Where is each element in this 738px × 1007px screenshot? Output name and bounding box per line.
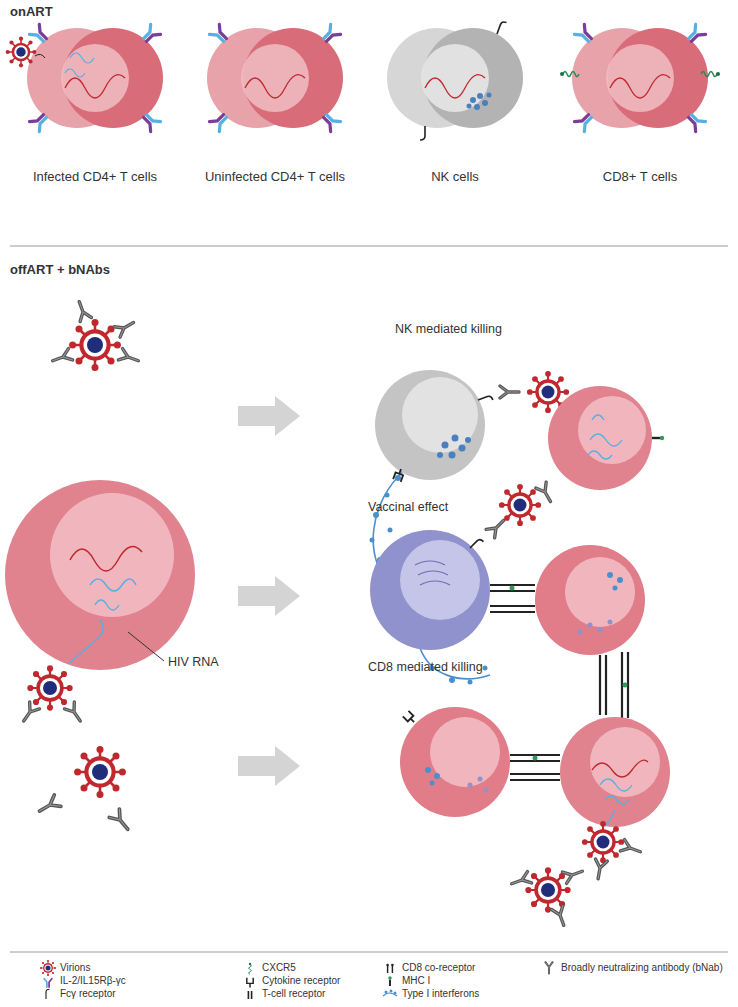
cell-label: Uninfected CD4+ T cells: [205, 169, 345, 185]
legend-text: T-cell receptor: [262, 988, 325, 1000]
legend-text: MHC I: [402, 975, 430, 987]
legend-text: IL-2/IL15Rβ-γc: [60, 975, 126, 987]
mechanism-label: Vaccinal effect: [368, 500, 448, 515]
cell-node: NK cells: [370, 20, 540, 185]
legend-text: Broadly neutralizing antibody (bNab): [561, 962, 723, 974]
cell-label: Infected CD4+ T cells: [33, 169, 157, 185]
cell-node: Infected CD4+ T cells: [10, 20, 180, 185]
cell-node: CD8+ T cells: [555, 20, 725, 185]
legend-text: Virions: [60, 962, 90, 974]
section-heading: onART: [10, 4, 53, 19]
cell-label: CD8+ T cells: [603, 169, 677, 185]
legend-text: Cytokine receptor: [262, 975, 340, 987]
mechanism-label: CD8 mediated killing: [368, 660, 483, 675]
legend-text: Fcγ receptor: [60, 988, 116, 1000]
legend-text: CD8 co-receptor: [402, 962, 475, 974]
legend-text: Type I interferons: [402, 988, 479, 1000]
callout-label: HIV RNA: [168, 655, 219, 670]
mechanism-label: NK mediated killing: [395, 322, 502, 337]
legend-text: CXCR5: [262, 962, 296, 974]
cell-label: NK cells: [431, 169, 479, 185]
section-heading: offART + bNAbs: [10, 262, 110, 277]
cell-node: Uninfected CD4+ T cells: [190, 20, 360, 185]
